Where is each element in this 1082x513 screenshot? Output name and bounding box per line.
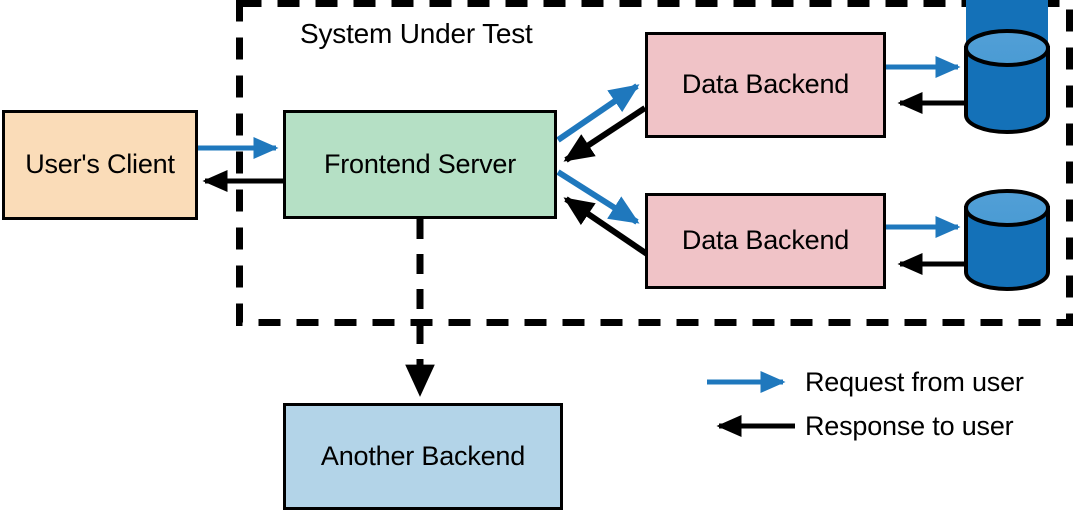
legend: Request from user Response to user <box>705 360 1024 448</box>
node-users-client[interactable]: User's Client <box>2 110 198 220</box>
edge-frontend-to-backend1 <box>556 83 640 143</box>
node-another-backend[interactable]: Another Backend <box>283 403 563 510</box>
node-another-backend-label: Another Backend <box>320 440 526 471</box>
sut-boundary <box>236 0 1073 326</box>
node-data-backend-2-label: Data Backend <box>681 225 850 256</box>
node-frontend-server-label: Frontend Server <box>323 148 517 179</box>
edge-backend1-to-frontend <box>563 105 647 163</box>
node-data-backend-1-label: Data Backend <box>681 69 850 100</box>
node-frontend-server[interactable]: Frontend Server <box>283 110 557 219</box>
node-users-client-label: User's Client <box>25 149 175 180</box>
node-data-backend-1[interactable]: Data Backend <box>645 32 886 138</box>
edge-backend2-to-frontend <box>563 196 652 259</box>
legend-item-request: Request from user <box>705 360 1024 404</box>
arrow-left-icon <box>705 411 797 441</box>
arrow-right-icon <box>705 367 797 397</box>
legend-item-request-label: Request from user <box>805 366 1024 397</box>
node-data-backend-2[interactable]: Data Backend <box>645 193 886 289</box>
legend-item-response: Response to user <box>705 404 1024 448</box>
legend-item-response-label: Response to user <box>805 410 1014 441</box>
sut-boundary-label: System Under Test <box>300 18 533 49</box>
database-cylinder-2 <box>964 189 1050 291</box>
edge-frontend-to-backend2 <box>556 169 640 225</box>
database-cylinder-1 <box>964 0 1050 134</box>
